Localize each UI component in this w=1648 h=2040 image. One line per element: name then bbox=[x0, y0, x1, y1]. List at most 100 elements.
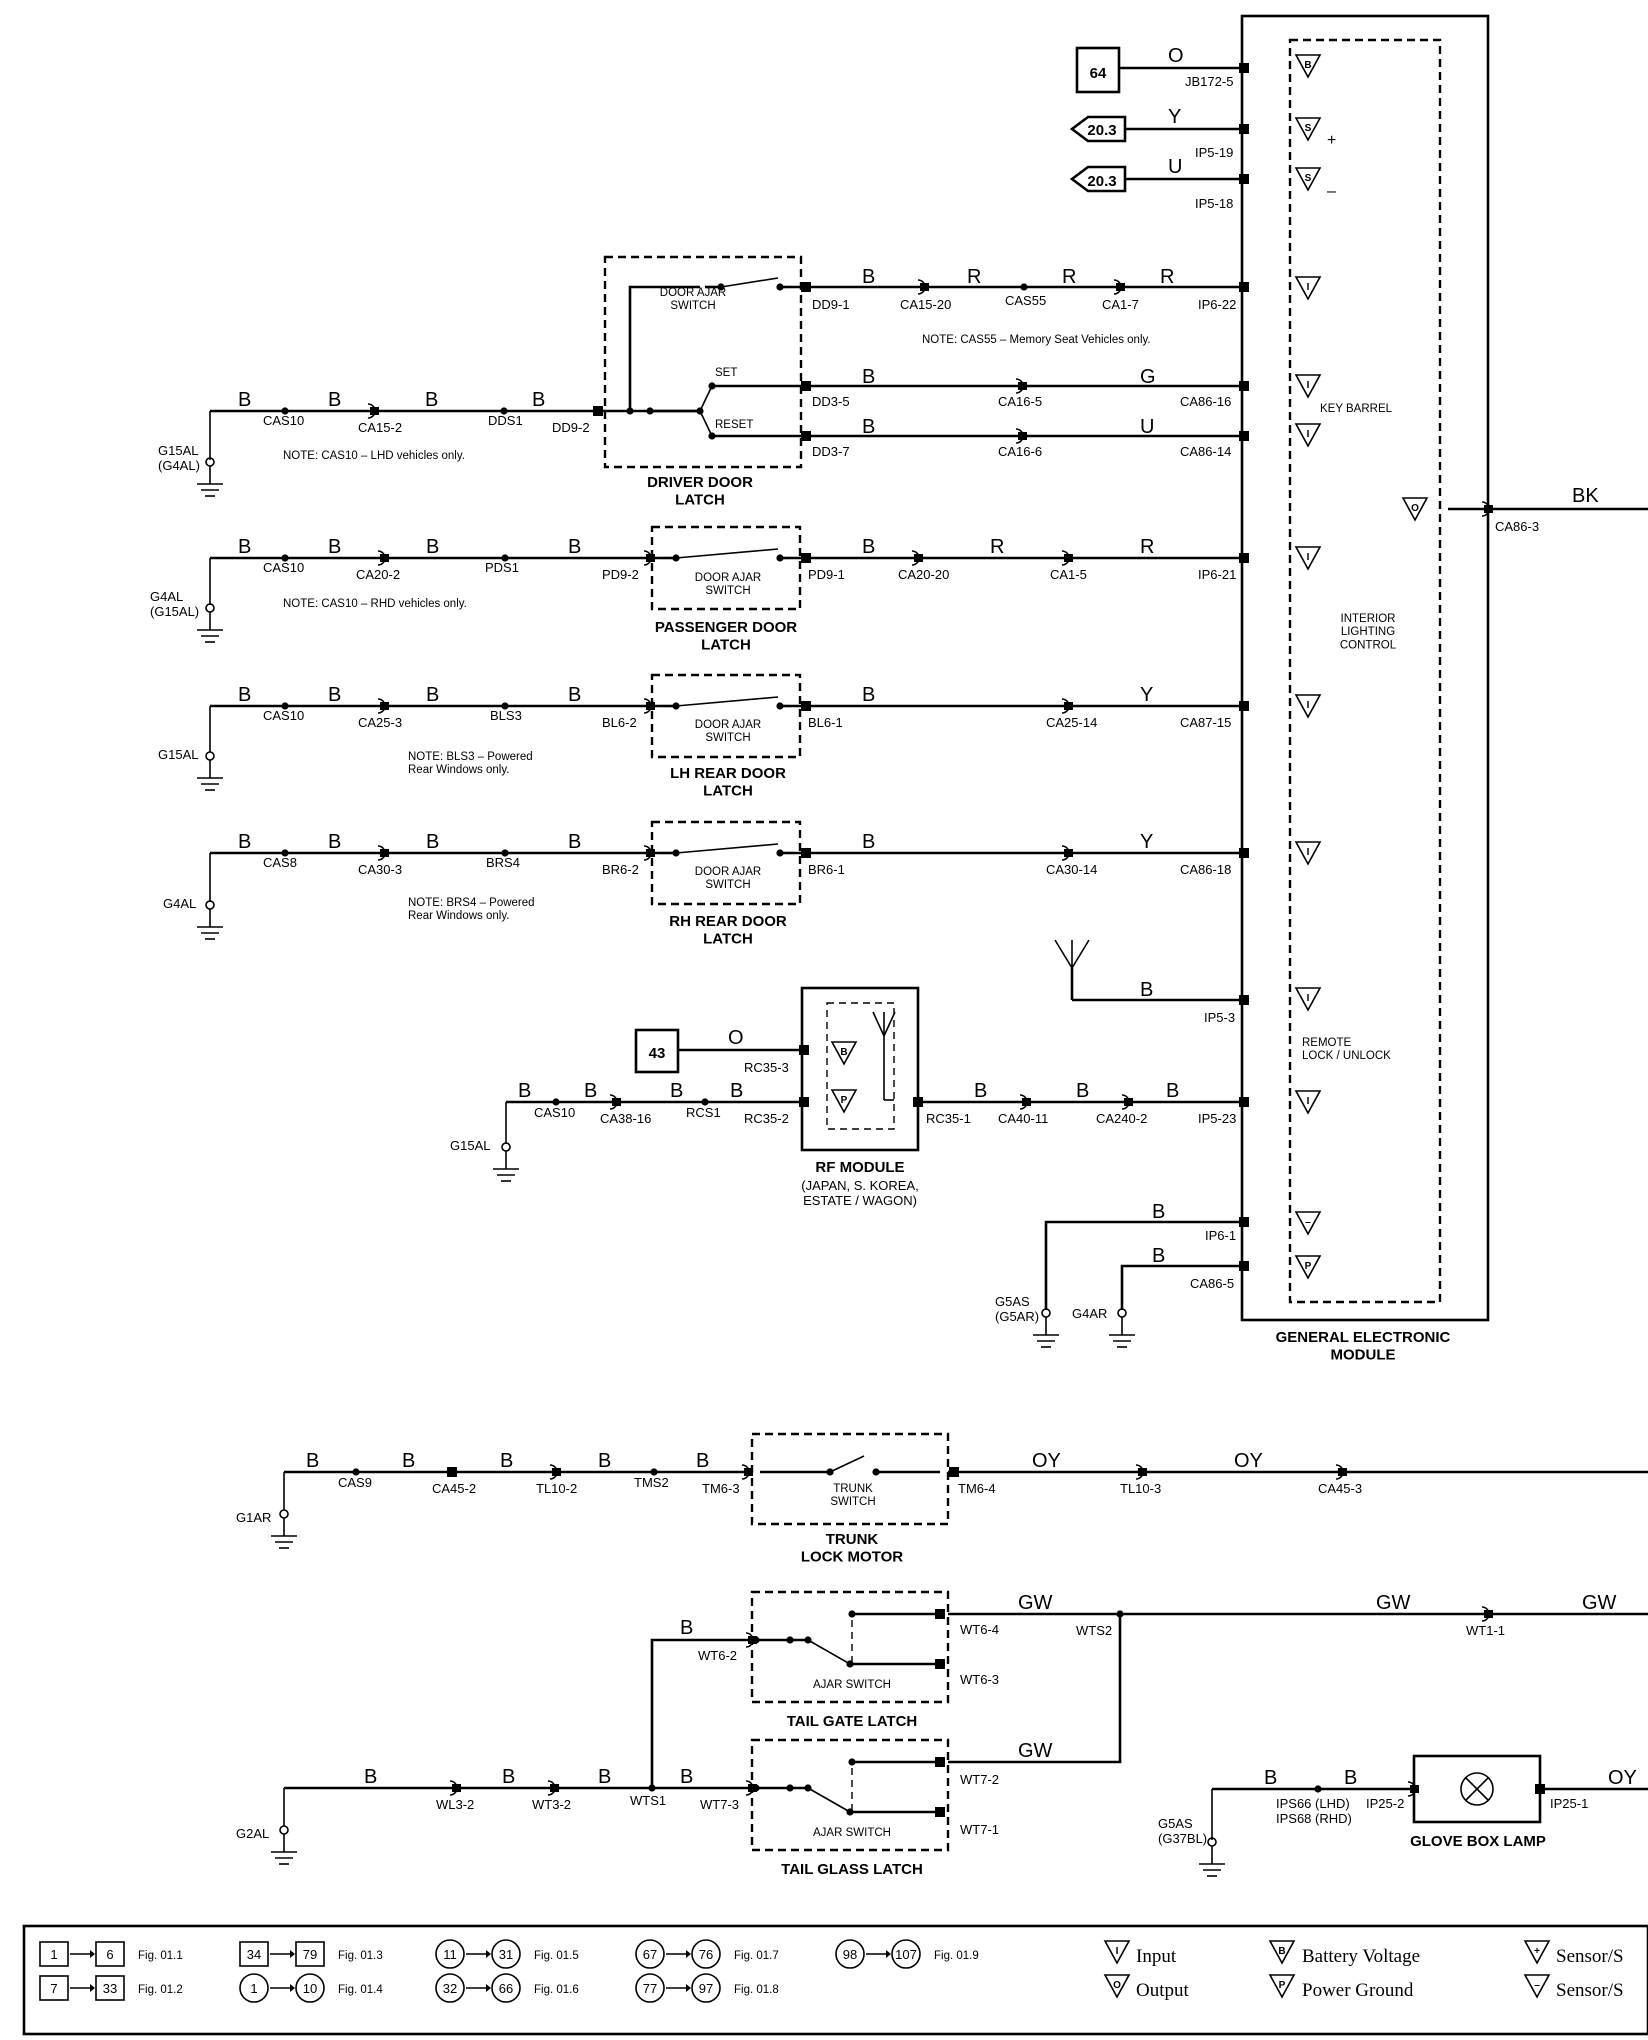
legend-ref-box bbox=[39, 1941, 69, 1967]
legend-ref-box bbox=[95, 1975, 125, 2001]
legend-to: 31 bbox=[499, 1947, 513, 1962]
splice-dot bbox=[352, 1468, 360, 1476]
wire-color: GW bbox=[1376, 1592, 1411, 1614]
svg-text:I: I bbox=[1307, 847, 1310, 858]
wire-color: O bbox=[1168, 45, 1184, 67]
conn-label: CA86-18 bbox=[1180, 862, 1231, 877]
gem-pin-I-icon bbox=[1294, 694, 1322, 719]
conn-label: PD9-1 bbox=[808, 567, 845, 582]
legend-from: 67 bbox=[643, 1947, 657, 1962]
conn-label: CAS10 bbox=[263, 560, 304, 575]
splice-dot bbox=[501, 554, 509, 562]
ground-icon bbox=[279, 1825, 289, 1835]
legend-from: 1 bbox=[250, 1981, 257, 1996]
pin-male bbox=[1239, 553, 1249, 563]
conn-label: RC35-3 bbox=[744, 1060, 789, 1075]
legend-to: 107 bbox=[895, 1947, 917, 1962]
svg-text:P: P bbox=[1279, 1980, 1286, 1991]
ground-icon bbox=[501, 1142, 511, 1152]
wire-color: B bbox=[730, 1080, 743, 1102]
conn-label: CA25-3 bbox=[358, 715, 402, 730]
wire-color: BK bbox=[1572, 485, 1599, 507]
conn-label: CA1-5 bbox=[1050, 567, 1087, 582]
gem-pin-I-icon bbox=[1294, 276, 1322, 301]
note: NOTE: CAS10 – RHD vehicles only. bbox=[283, 598, 467, 610]
conn-label: CA45-2 bbox=[432, 1481, 476, 1496]
ground-icon bbox=[1041, 1308, 1051, 1318]
wire-color: OY bbox=[1608, 1767, 1637, 1789]
conn-label: TL10-3 bbox=[1120, 1481, 1161, 1496]
legend-fig: Fig. 01.1 bbox=[138, 1950, 183, 1962]
wire-color: G bbox=[1140, 366, 1156, 388]
gem-pin-–-icon bbox=[1294, 1211, 1322, 1236]
wire-color: B bbox=[568, 536, 581, 558]
wire-color: R bbox=[990, 536, 1004, 558]
wire-color: R bbox=[1140, 536, 1154, 558]
conn-label: WL3-2 bbox=[436, 1797, 474, 1812]
wire-color: B bbox=[862, 416, 875, 438]
gem-pin-B-icon bbox=[1294, 54, 1322, 79]
legend-power-ground: Power Ground bbox=[1302, 1980, 1414, 2001]
pin-male bbox=[1239, 995, 1249, 1005]
pin-male bbox=[801, 431, 811, 441]
conn-label: JB172-5 bbox=[1185, 74, 1233, 89]
conn-label: IP6-21 bbox=[1198, 567, 1236, 582]
note: NOTE: CAS10 – LHD vehicles only. bbox=[283, 450, 465, 462]
gem-pin-I-icon bbox=[1294, 546, 1322, 571]
wire-color: O bbox=[728, 1027, 744, 1049]
conn-label: DD9-2 bbox=[552, 420, 590, 435]
switch-label: AJAR SWITCH bbox=[813, 1827, 891, 1839]
conn-label: WT3-2 bbox=[532, 1797, 571, 1812]
gem-pin-P-icon bbox=[830, 1089, 858, 1114]
conn-label: CA38-16 bbox=[600, 1111, 651, 1126]
conn-label: CA86-14 bbox=[1180, 444, 1231, 459]
svg-text:I: I bbox=[1307, 993, 1310, 1004]
svg-text:B: B bbox=[840, 1047, 847, 1058]
wire-color: OY bbox=[1032, 1450, 1061, 1472]
splice-dot bbox=[281, 407, 289, 415]
wire-color: GW bbox=[1018, 1592, 1053, 1614]
wire-color: B bbox=[426, 831, 439, 853]
conn-label: CA86-5 bbox=[1190, 1276, 1234, 1291]
wire-color: R bbox=[1062, 266, 1076, 288]
splice-dot bbox=[786, 1784, 794, 1792]
splice-dot bbox=[701, 1098, 709, 1106]
wire-color: B bbox=[862, 831, 875, 853]
gem-pin-P-icon bbox=[1294, 1255, 1322, 1280]
pin-male bbox=[949, 1467, 959, 1477]
wire-color: B bbox=[238, 536, 251, 558]
legend-from: 1 bbox=[50, 1947, 57, 1962]
svg-text:–: – bbox=[1534, 1980, 1540, 1991]
conn-label: CA45-3 bbox=[1318, 1481, 1362, 1496]
wire-color: B bbox=[862, 266, 875, 288]
driver-door-latch-box bbox=[603, 255, 803, 469]
conn-label: BR6-1 bbox=[808, 862, 845, 877]
wire-color: B bbox=[1140, 979, 1153, 1001]
gem-pin-O-icon bbox=[1401, 497, 1429, 522]
legend-to: 97 bbox=[699, 1981, 713, 1996]
wire-color: B bbox=[1152, 1201, 1165, 1223]
legend-ref-circle bbox=[835, 1939, 865, 1969]
gem-pin-S-icon bbox=[1294, 167, 1322, 192]
ground-label: G15AL bbox=[450, 1138, 490, 1153]
legend-fig: Fig. 01.5 bbox=[534, 1950, 579, 1962]
conn-label: WT6-3 bbox=[960, 1672, 999, 1687]
pin-male bbox=[447, 1467, 457, 1477]
conn-label: WT1-1 bbox=[1466, 1623, 1505, 1638]
pin-male bbox=[801, 381, 811, 391]
legend-ref-circle bbox=[435, 1973, 465, 2003]
gem-pin-I-icon bbox=[1294, 1090, 1322, 1115]
conn-label: TM6-3 bbox=[702, 1481, 740, 1496]
wire-color: B bbox=[862, 366, 875, 388]
ref-64: 64 bbox=[1090, 65, 1107, 82]
svg-text:S: S bbox=[1305, 173, 1312, 184]
pin-male bbox=[1239, 174, 1249, 184]
